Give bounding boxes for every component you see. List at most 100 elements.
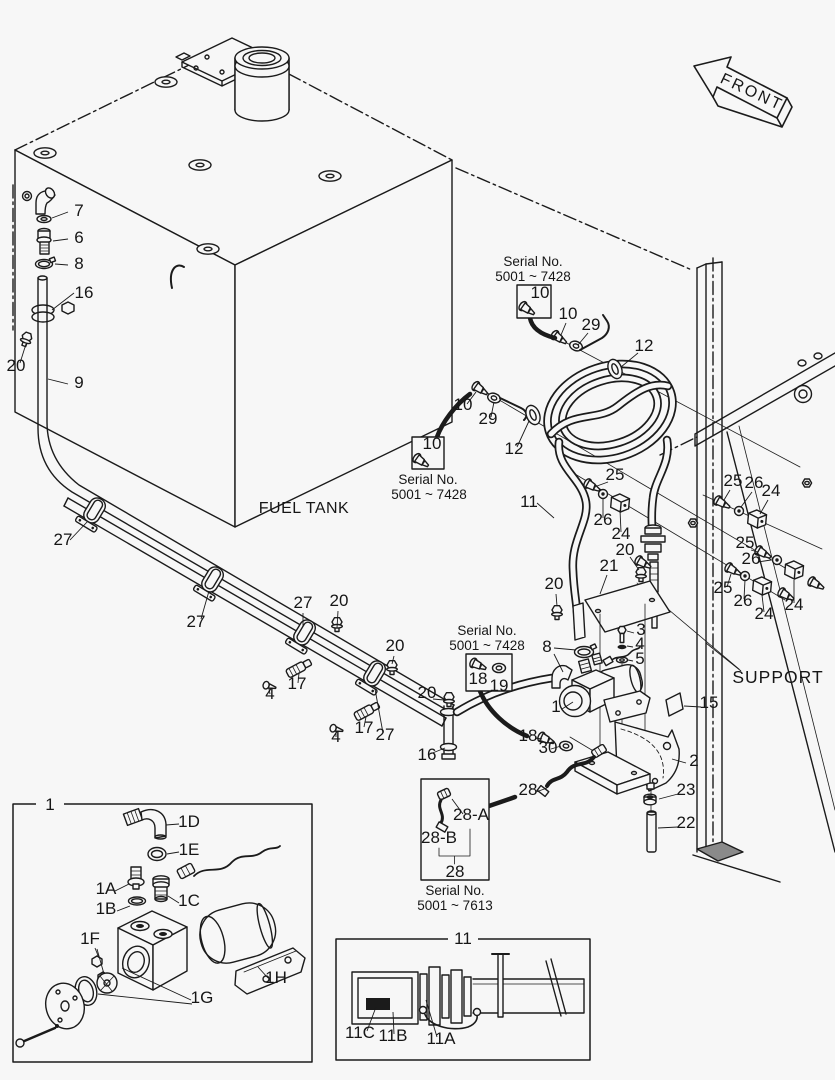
part-callout: 26 xyxy=(734,591,753,610)
plate-15 xyxy=(665,692,684,717)
part-callout: 26 xyxy=(594,510,613,529)
part-callout: 20 xyxy=(386,636,405,655)
inset-callout: 1F xyxy=(80,929,100,948)
part-callout: 10 xyxy=(531,283,550,302)
part-callout: 30 xyxy=(539,738,558,757)
part-callout: 22 xyxy=(677,813,696,832)
bolt-icon xyxy=(635,567,647,583)
nut-1E xyxy=(147,846,167,862)
motor-bracket xyxy=(234,947,306,995)
part-callout: 28-B xyxy=(421,828,457,847)
clamp-icon xyxy=(751,575,773,597)
bracket-lines xyxy=(438,828,471,865)
part-callout: 27 xyxy=(187,612,206,631)
clamp-icon xyxy=(609,492,631,514)
serial-text: 5001 ~ 7613 xyxy=(417,898,492,913)
part-callout: 20 xyxy=(545,574,564,593)
pipe-clamp-icon xyxy=(354,655,392,697)
inset-callout: 1G xyxy=(191,988,214,1007)
fuel-tank-label: FUEL TANK xyxy=(259,500,349,517)
coupler-11A xyxy=(419,966,472,1026)
part-callout: 11 xyxy=(520,492,538,511)
part-callout: 27 xyxy=(376,725,395,744)
part-callout: 25 xyxy=(736,533,755,552)
part-callout: 3 xyxy=(636,620,645,639)
inset-callout: 1E xyxy=(179,840,200,859)
inset-pump-detail xyxy=(12,798,313,1063)
harness-28 xyxy=(536,743,608,798)
part-callout: 24 xyxy=(785,595,804,614)
clamp-nut xyxy=(61,301,75,315)
inset-callout: 1A xyxy=(96,879,117,898)
part-callout: 16 xyxy=(418,745,437,764)
clamp-icon xyxy=(746,508,768,530)
part-callout: 20 xyxy=(330,591,349,610)
part-callout: 17 xyxy=(355,718,374,737)
tank-hook xyxy=(170,264,185,289)
serial-box-harness xyxy=(420,778,518,881)
inset-callout: 11A xyxy=(427,1029,457,1048)
part-callout: 6 xyxy=(74,228,83,247)
fuel-tank xyxy=(14,37,453,528)
nut-icon xyxy=(733,505,745,517)
inset-callout: 1H xyxy=(265,968,287,987)
fuel-pump-assembly xyxy=(535,643,651,753)
support-frame xyxy=(687,261,835,883)
part-callout: 24 xyxy=(755,604,774,623)
serial-box-mid xyxy=(410,391,473,471)
nut-icon xyxy=(597,488,609,500)
inset-callout: 1 xyxy=(45,795,54,814)
part-callout: 28 xyxy=(446,862,465,881)
part-callout: 8 xyxy=(74,254,83,273)
part-callout: 10 xyxy=(423,434,442,453)
clamp-group-right-1 xyxy=(711,493,768,530)
front-arrow: FRONT xyxy=(693,56,793,128)
part-callout: 27 xyxy=(54,530,73,549)
elbow-1D xyxy=(140,808,167,839)
motor-1H xyxy=(199,902,277,964)
centerlines xyxy=(12,167,714,851)
part-callout: 1 xyxy=(551,697,560,716)
part-callout: 24 xyxy=(612,524,631,543)
part-callout: 26 xyxy=(742,549,761,568)
part-callout: 20 xyxy=(7,356,26,375)
standpipe xyxy=(439,692,458,760)
serial-box-pump xyxy=(465,653,530,739)
serial-text: Serial No. xyxy=(457,623,516,638)
breather-upper xyxy=(548,314,626,382)
part-callout: 15 xyxy=(700,693,719,712)
part-callout: 24 xyxy=(762,481,781,500)
clamp-icon xyxy=(783,559,805,581)
part-callout: 12 xyxy=(505,439,524,458)
part-callout: 10 xyxy=(454,395,473,414)
part-callout: 7 xyxy=(74,201,83,220)
part-callout: 25 xyxy=(606,465,625,484)
breather-lower xyxy=(469,379,544,428)
part-callout: 16 xyxy=(75,283,94,302)
part-callout: 12 xyxy=(635,336,654,355)
pipe-clamp-icon xyxy=(74,492,112,534)
pipe-clamp-icon xyxy=(192,561,230,603)
part-callout: 2 xyxy=(689,751,698,770)
part-callout: 28-A xyxy=(453,805,490,824)
stud-1A xyxy=(127,866,145,890)
cover-disc xyxy=(45,982,85,1030)
pin-22 xyxy=(646,810,657,853)
part-callout: 19 xyxy=(490,676,509,695)
bolt-washer-column xyxy=(615,625,629,664)
part-callout: 29 xyxy=(582,315,601,334)
leader-lines xyxy=(19,211,795,829)
part-callout: 18 xyxy=(519,726,538,745)
washer-icon xyxy=(491,662,507,674)
inset-callout: 1D xyxy=(178,812,200,831)
nut-icon xyxy=(739,570,751,582)
serial-text: 5001 ~ 7428 xyxy=(449,638,524,653)
part-callout: 28 xyxy=(519,780,538,799)
nut-23 xyxy=(643,793,657,806)
inlet-elbow xyxy=(551,664,573,689)
support-label: SUPPORT xyxy=(732,667,823,687)
part-callout: 8 xyxy=(542,637,551,656)
inset-callout: 11 xyxy=(454,929,472,948)
